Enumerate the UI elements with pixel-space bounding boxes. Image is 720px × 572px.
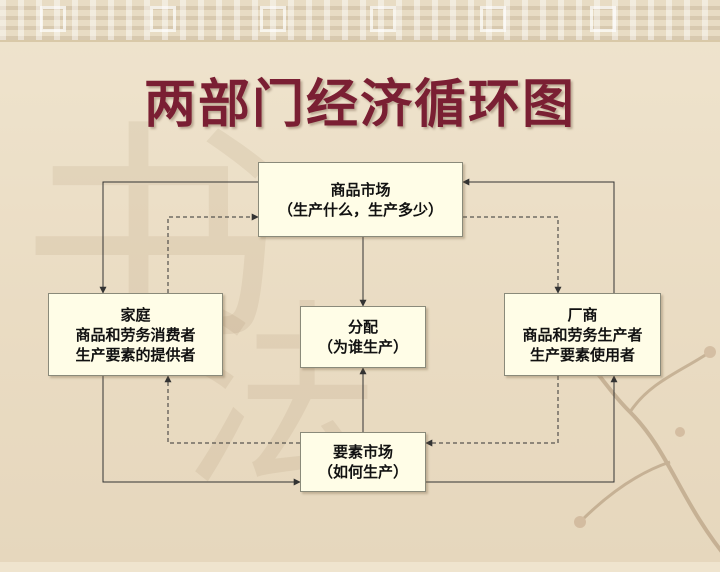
firm-role-user: 生产要素使用者 bbox=[529, 345, 635, 364]
firm-node: 厂商 商品和劳务生产者 生产要素使用者 bbox=[504, 293, 661, 376]
household-role-provider: 生产要素的提供者 bbox=[75, 345, 196, 364]
household-role-consumer: 商品和劳务消费者 bbox=[75, 325, 196, 344]
border-motif bbox=[370, 6, 396, 32]
arrow-household-to-factor-market bbox=[102, 376, 301, 486]
goods-market-node: 商品市场 （生产什么，生产多少） bbox=[258, 162, 463, 237]
arrow-factor-market-to-household bbox=[164, 375, 300, 444]
goods-market-label: 商品市场 bbox=[330, 180, 391, 199]
border-motif bbox=[150, 6, 176, 32]
distribution-subtitle: （为谁生产） bbox=[317, 338, 408, 356]
border-motif bbox=[590, 6, 616, 32]
firm-label: 厂商 bbox=[567, 305, 598, 324]
page-title: 两部门经济循环图 bbox=[143, 75, 576, 135]
arrow-goods-market-to-firm bbox=[463, 216, 562, 294]
factor-market-label: 要素市场 bbox=[332, 443, 393, 461]
distribution-label: 分配 bbox=[347, 318, 378, 336]
goods-market-subtitle: （生产什么，生产多少） bbox=[277, 200, 443, 219]
arrow-household-to-goods-market bbox=[167, 213, 259, 293]
arrow-firm-to-factor-market bbox=[425, 376, 559, 447]
firm-role-producer: 商品和劳务生产者 bbox=[522, 325, 643, 344]
arrow-factor-market-to-firm bbox=[426, 375, 618, 483]
border-motif bbox=[480, 6, 506, 32]
factor-market-node: 要素市场 （如何生产） bbox=[300, 432, 426, 492]
household-node: 家庭 商品和劳务消费者 生产要素的提供者 bbox=[48, 293, 223, 376]
household-label: 家庭 bbox=[120, 305, 151, 324]
arrow-goods-market-to-household bbox=[99, 181, 258, 294]
factor-market-subtitle: （如何生产） bbox=[317, 463, 408, 481]
arrow-firm-to-goods-market bbox=[462, 178, 615, 293]
border-motif bbox=[40, 6, 66, 32]
distribution-node: 分配 （为谁生产） bbox=[300, 306, 426, 368]
border-motif bbox=[260, 6, 286, 32]
